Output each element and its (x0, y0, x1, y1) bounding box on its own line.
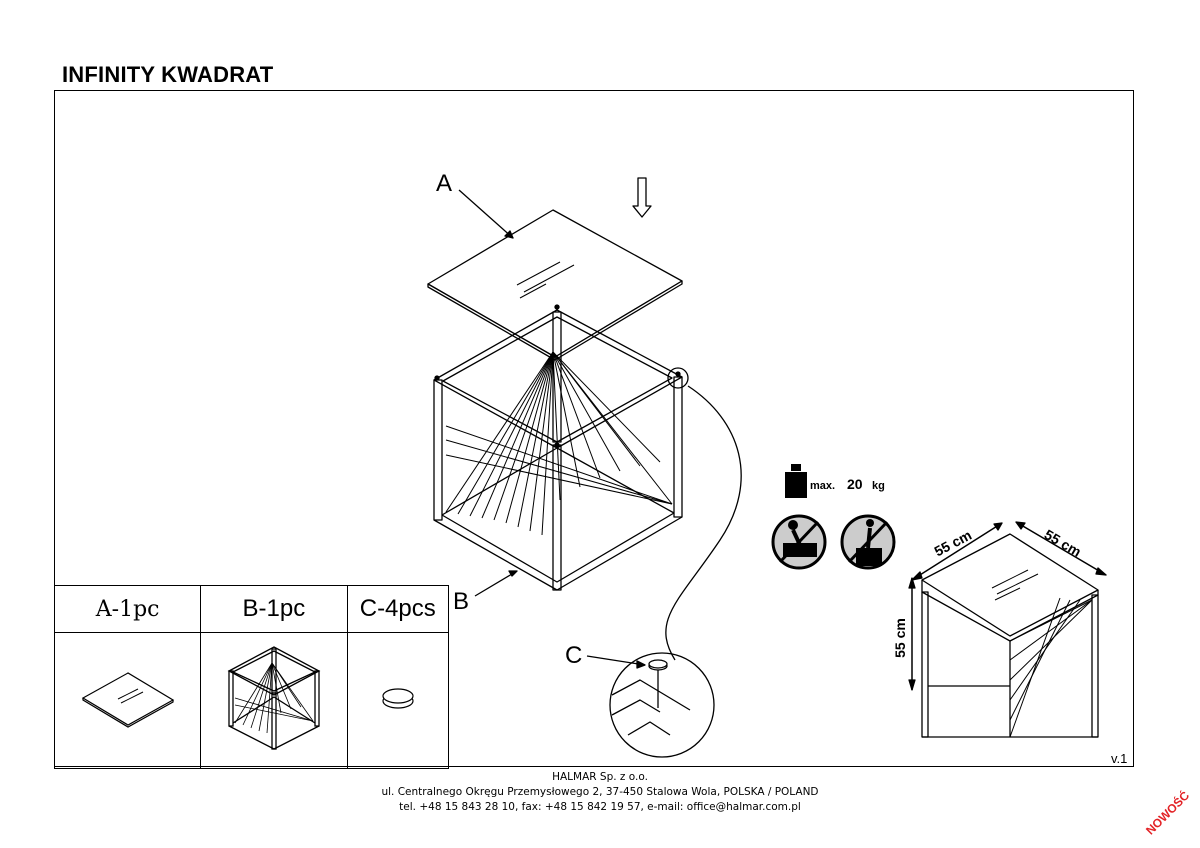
dimension-height: 55 cm (891, 618, 908, 658)
version-label: v.1 (1111, 751, 1128, 766)
no-sitting-icon (771, 514, 827, 570)
part-c-image (346, 632, 449, 769)
part-c-header: C-4pcs (346, 585, 449, 633)
footer-address: ul. Centralnego Okręgu Przemysłowego 2, … (381, 786, 819, 798)
footer-contact: tel. +48 15 843 28 10, fax: +48 15 842 1… (399, 801, 801, 813)
glass-top-icon (81, 672, 174, 728)
load-value: 20 (847, 476, 863, 492)
load-prefix: max. (810, 480, 836, 492)
part-a-header: A-1pc (53, 585, 202, 633)
no-standing-icon (840, 514, 896, 570)
label-a: A (436, 170, 453, 197)
part-a-image (53, 632, 202, 769)
part-b-image (200, 632, 348, 769)
diagram-frame (54, 90, 1134, 767)
label-c: C (565, 642, 583, 669)
dimensioned-table (908, 521, 1107, 738)
footer-company: HALMAR Sp. z o.o. (552, 771, 648, 783)
label-b: B (453, 588, 470, 615)
load-unit: kg (872, 480, 885, 492)
pad-icon (382, 688, 414, 709)
glass-top-part-a (427, 209, 683, 361)
pad-detail-zoom (609, 652, 715, 758)
page-title: INFINITY KWADRAT (62, 62, 274, 87)
weight-icon (785, 464, 807, 498)
parts-table: A-1pc B-1pc C-4pcs (53, 585, 449, 769)
cube-frame-icon (227, 646, 321, 750)
cube-frame-part-b (433, 304, 683, 591)
part-b-header: B-1pc (200, 585, 348, 633)
